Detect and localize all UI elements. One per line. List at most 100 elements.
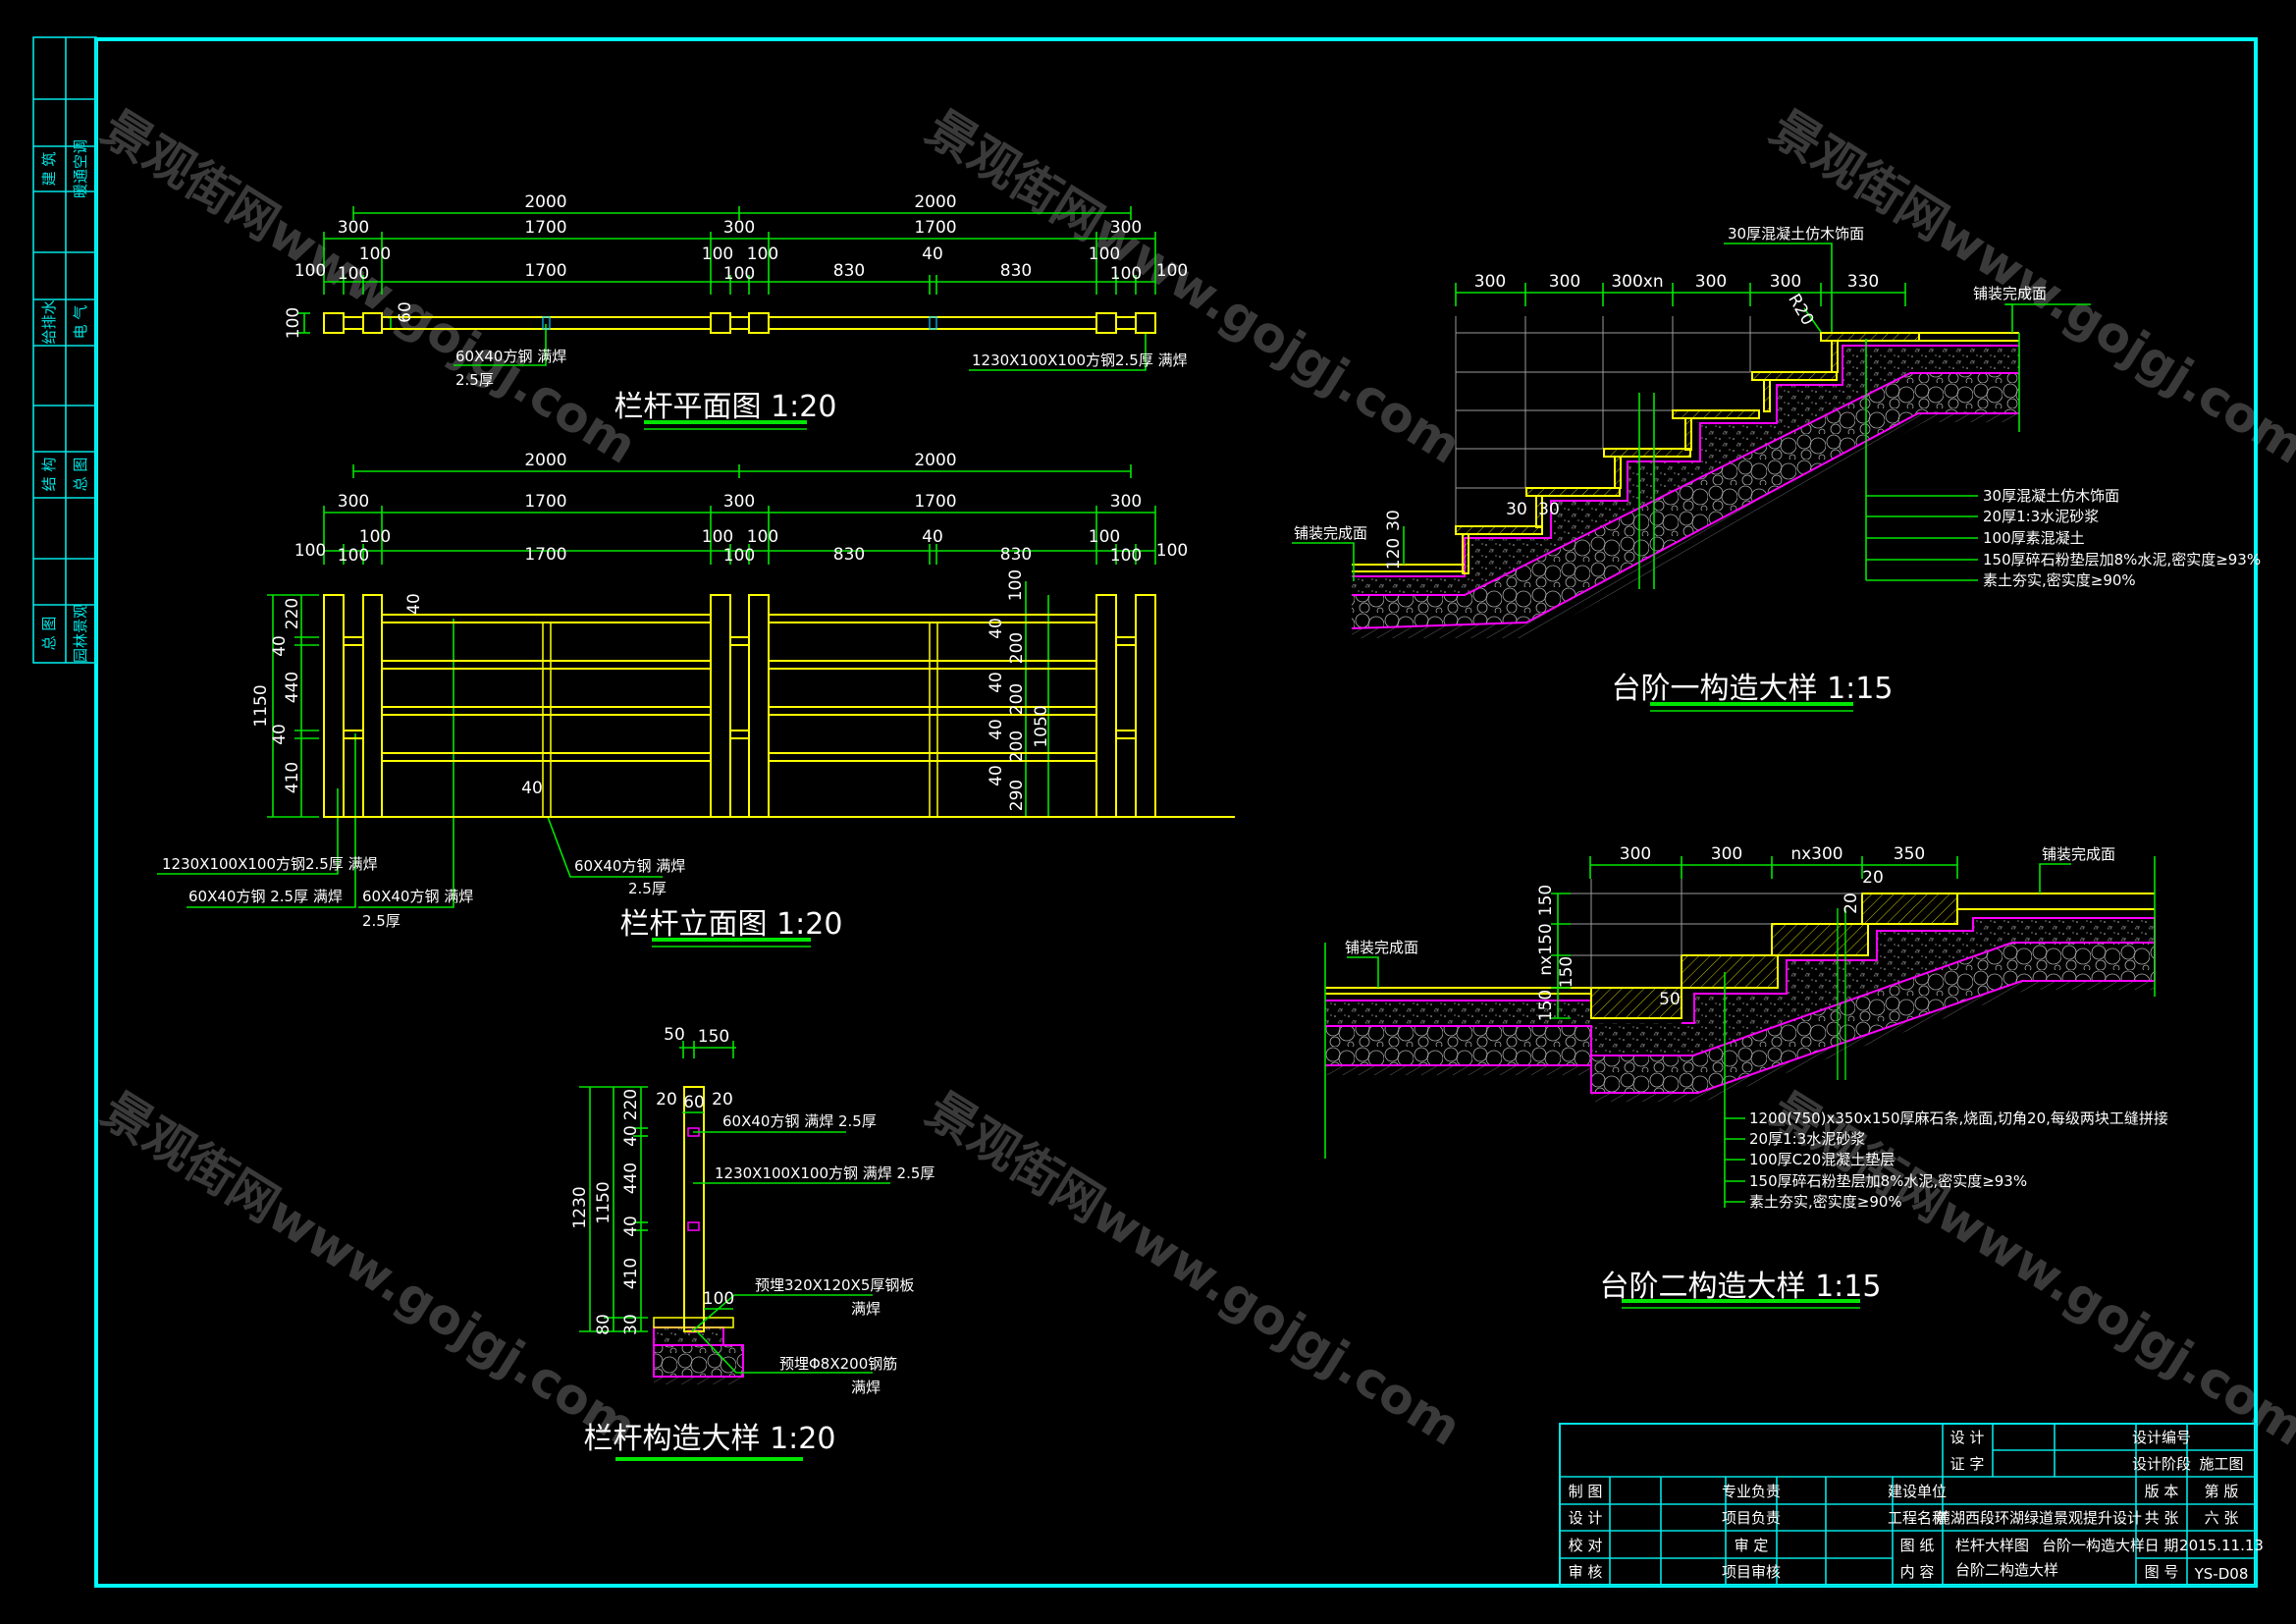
dim-label: 120	[1384, 538, 1404, 569]
tb-design-no-label: 设计编号	[2132, 1429, 2191, 1446]
tb-content: 台阶二构造大样	[1955, 1561, 2058, 1579]
elevation-note-bar: 60X40方钢 2.5厚 满焊	[188, 888, 343, 905]
dim-label: 300	[723, 492, 755, 512]
dim-label: 300	[338, 218, 369, 238]
dim-label: 100	[359, 244, 391, 264]
tb-stage: 施工图	[2199, 1455, 2243, 1473]
dim-label: 40	[922, 244, 943, 264]
step-type-1-section: 300 300 300xn 300 300 330 30厚混凝土仿木饰面 铺装完…	[1292, 225, 2261, 712]
railing-detail-view: 50 150 20 60 20 1230 1150 220 40 440 40 …	[570, 1025, 934, 1461]
strip-label: 暖通空调	[72, 139, 89, 198]
step1-layer: 100厚素混凝土	[1983, 529, 2085, 547]
tb-label: 图 号	[2145, 1563, 2179, 1581]
side-strip-labels: 建 筑 暖通空调 给排水 电 气 结 构 总 图 总 图 园林景观	[40, 139, 89, 663]
dim-label: 410	[621, 1258, 641, 1289]
dim-label: nx150	[1536, 923, 1556, 975]
dim-label: 20	[1862, 868, 1884, 888]
dim-label: 440	[283, 672, 302, 703]
drawing-frame	[94, 37, 2258, 1588]
dim-label: 1700	[524, 492, 566, 512]
strip-label: 电 气	[72, 305, 89, 340]
detail-note-rebar: 预埋Φ8X200钢筋	[779, 1355, 897, 1373]
dim-label: 2000	[524, 451, 566, 470]
dim-label: 60	[683, 1093, 705, 1112]
tb-label: 项目审核	[1722, 1563, 1781, 1581]
tb-label: 审 核	[1569, 1563, 1603, 1581]
dim-label: 40	[621, 1216, 641, 1237]
tb-label: 建设单位	[1888, 1483, 1947, 1500]
dim-label: 60	[396, 301, 415, 323]
dim-label: 1700	[914, 492, 956, 512]
dim-label: 50	[664, 1025, 685, 1045]
dim-label: 830	[833, 545, 865, 565]
watermark: 景观街网www.gojgj.com	[917, 1081, 1471, 1457]
dim-label: 2000	[524, 192, 566, 212]
dim-label: 100	[1156, 541, 1188, 561]
dim-label: 100	[702, 527, 733, 547]
dim-label: 330	[1847, 272, 1879, 292]
tb-label: 版 本	[2145, 1483, 2179, 1500]
watermark: 景观街网www.gojgj.com	[92, 1081, 647, 1457]
step1-title: 台阶一构造大样 1:15	[1612, 672, 1894, 706]
dim-label: 830	[1000, 261, 1032, 281]
dim-label: 50	[1659, 990, 1681, 1009]
step-type-2-section: 300 300 nx300 350 150 nx150 150 150 20 2…	[1324, 844, 2168, 1309]
dim-label: 290	[1007, 780, 1027, 811]
dim-label: 30	[1538, 500, 1560, 519]
detail-note-plate: 预埋320X120X5厚钢板	[755, 1276, 914, 1294]
dim-label: 1700	[524, 545, 566, 565]
dim-label: 100	[284, 307, 303, 339]
tb-design-label: 设 计	[1950, 1429, 1985, 1446]
dim-label: 1700	[524, 218, 566, 238]
tb-label: 制 图	[1569, 1483, 1603, 1500]
step1-layer: 150厚碎石粉垫层加8%水泥,密实度≥93%	[1983, 551, 2261, 568]
dim-label: 40	[922, 527, 943, 547]
dim-label: 40	[404, 593, 424, 615]
dim-label: 100	[359, 527, 391, 547]
dim-label: 100	[294, 261, 326, 281]
dim-label: 200	[1007, 632, 1027, 664]
dim-label: 40	[621, 1125, 641, 1147]
dim-label: 40	[987, 672, 1006, 693]
dim-label: nx300	[1790, 844, 1842, 864]
tb-cert-label: 证 字	[1950, 1455, 1985, 1473]
dim-label: 440	[621, 1163, 641, 1194]
dim-label: 220	[283, 598, 302, 629]
watermarks: 景观街网www.gojgj.com 景观街网www.gojgj.com 景观街网…	[92, 99, 2296, 1457]
dim-label: 200	[1007, 683, 1027, 715]
detail-note-plate-weld: 满焊	[851, 1300, 881, 1318]
dim-label: 100	[1110, 546, 1142, 566]
elevation-note-post: 1230X100X100方钢2.5厚 满焊	[162, 855, 378, 873]
dim-label: 1700	[524, 261, 566, 281]
dim-label: 300	[1711, 844, 1742, 864]
plan-note-bar: 60X40方钢 满焊	[455, 348, 566, 365]
dim-label: 100	[1006, 569, 1026, 601]
step2-finish-left: 铺装完成面	[1345, 939, 1418, 956]
elevation-note-bar: 60X40方钢 满焊	[574, 857, 685, 875]
step2-layer: 150厚碎石粉垫层加8%水泥,密实度≥93%	[1749, 1172, 2027, 1190]
strip-label: 建 筑	[40, 152, 58, 187]
dim-label: 1230	[570, 1186, 590, 1228]
dim-label: 100	[1089, 244, 1120, 264]
dim-label: 80	[594, 1314, 614, 1335]
dim-label: 100	[338, 546, 369, 566]
dim-label: 150	[1536, 990, 1556, 1021]
dim-label: 350	[1894, 844, 1925, 864]
tb-content: 台阶一构造大样	[2042, 1537, 2145, 1554]
tb-date: 2015.11.13	[2179, 1537, 2264, 1554]
dim-label: 100	[1110, 264, 1142, 284]
dim-label: 100	[1156, 261, 1188, 281]
tb-content: 栏杆大样图	[1955, 1537, 2029, 1554]
tb-label: 审 定	[1735, 1537, 1769, 1554]
tb-label: 共 张	[2145, 1509, 2179, 1527]
step1-layer: 素土夯实,密实度≥90%	[1983, 571, 2136, 589]
dim-label: 300	[1110, 218, 1142, 238]
dim-label: 20	[712, 1090, 733, 1110]
dim-label: 220	[621, 1089, 641, 1120]
strip-label: 结 构	[40, 458, 58, 492]
dim-label: 1700	[914, 218, 956, 238]
dim-label: 150	[698, 1027, 729, 1047]
dim-label: 300	[1549, 272, 1580, 292]
dim-label: 30	[1506, 500, 1527, 519]
dim-label: 20	[1842, 893, 1861, 914]
